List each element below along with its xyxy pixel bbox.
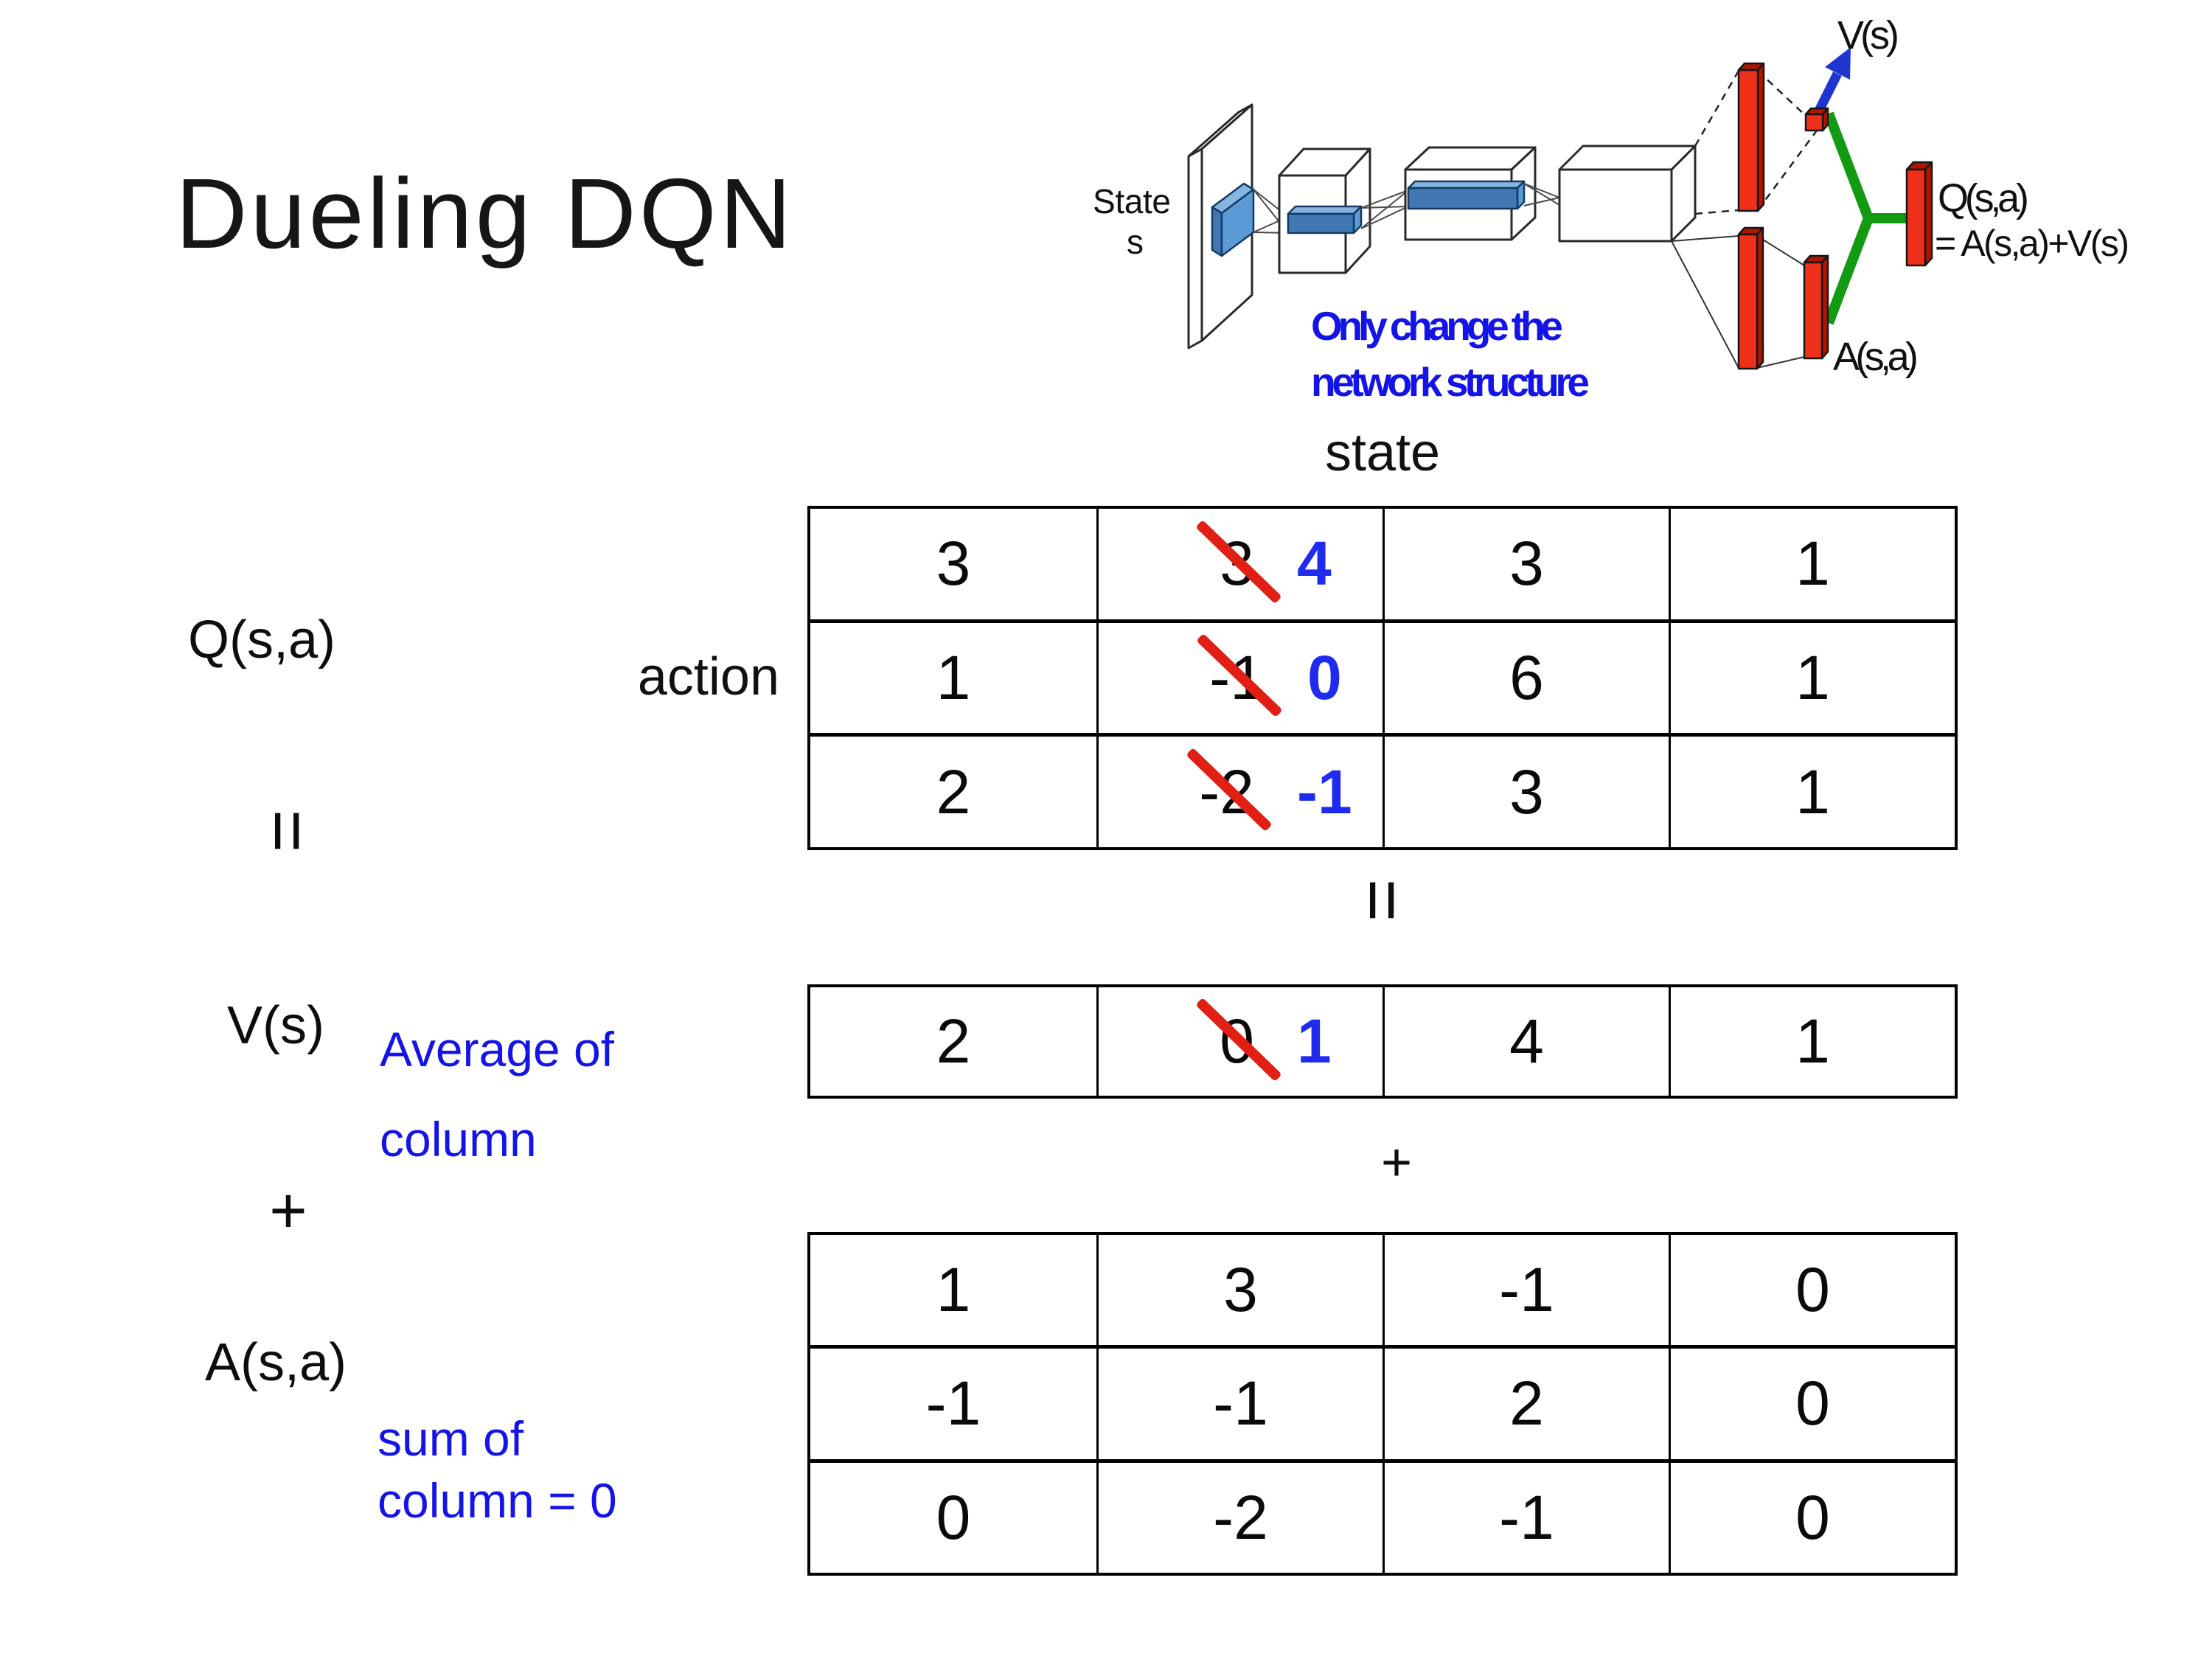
diagram-note-line1: Only change the [1311,303,1563,349]
crossed-out-value: 3 [1220,529,1254,599]
diagram-note-line2: network structure [1311,359,1590,405]
matrix-cell: 2 [810,733,1096,847]
q-output-bar [1905,161,1933,267]
diagram-q-formula: = A(s,a)+V(s) [1935,223,2129,264]
matrix-cell: 3 [936,529,971,599]
v-annotation-line2: column [380,1112,537,1166]
page-title: Dueling DQN [175,158,795,269]
corrected-value: -1 [1297,757,1352,827]
matrix-cell: 1 [1669,987,1955,1096]
matrix-cell: -1 [1382,1235,1669,1346]
fc-bar-bottom [1737,226,1764,370]
v-function-label: V(s) [227,996,324,1055]
equals-sign-middle: = [1341,878,1424,922]
diagram-q-label: Q(s,a) [1938,176,2029,220]
equals-sign-left: = [246,809,329,853]
diagram-state-label: State [1093,182,1171,220]
matrix-cell: 2 [936,1006,971,1076]
advantage-stream-lines [1671,235,1805,369]
matrix-cell: 0 [810,1458,1096,1573]
matrix-cell: 6 [1382,619,1669,734]
conv-box-3 [1558,145,1697,243]
corrected-value: 1 [1297,1006,1332,1076]
diagram-v-label: V(s) [1837,13,1899,58]
value-node [1804,107,1829,132]
matrix-cell: -2 [1096,1458,1382,1573]
conv-connection-lines-2 [1360,189,1409,229]
crossed-out-value: -2 [1199,757,1254,827]
corrected-value: 0 [1307,642,1342,712]
a-annotation-line2: column = 0 [378,1473,617,1528]
q-function-label: Q(s,a) [188,611,336,669]
plus-sign-left: + [269,1174,307,1247]
diagram-state-s-label: s [1127,223,1144,261]
matrix-cell: 1 [1669,619,1955,734]
a-function-label: A(s,a) [205,1333,347,1392]
crossed-out-value: -1 [1209,642,1265,712]
feature-bar-1 [1287,205,1363,234]
value-stream-dashed-lines [1694,70,1818,215]
matrix-cell: -1 [1382,1458,1669,1573]
matrix-cell: 3 [1382,733,1669,847]
matrix-cell: 0 [1669,1235,1955,1346]
matrix-cell: 0 [1669,1345,1955,1459]
v-output-arrow [1814,47,1851,114]
crossed-out-value: 0 [1220,1006,1254,1076]
matrix-cell: -1 [1096,1345,1382,1459]
state-axis-label: state [1324,423,1441,482]
matrix-cell: -1 [810,1345,1096,1458]
action-axis-label: action [637,647,779,706]
matrix-cell: 1 [1669,509,1955,619]
matrix-cell: 3 [1382,509,1669,619]
matrix-cell: 1 [1669,733,1955,847]
matrix-cell: 1 [810,619,1096,734]
aggregation-junction [1823,111,1911,325]
v-annotation-line1: Average of [380,1022,615,1077]
matrix-cell: 3 [1096,1235,1382,1346]
corrected-value: 4 [1297,529,1332,599]
dueling-network-diagram: State s Only change the network structur… [1093,13,2129,405]
fc-bar-top [1737,62,1765,212]
matrix-cell: 4 [1382,987,1669,1096]
advantage-bar [1803,254,1829,360]
matrix-cell: 2 [1382,1345,1669,1459]
diagram-a-label: A(s,a) [1833,335,1919,379]
matrix-cell: -1 0 [1096,619,1382,734]
matrix-cell: -2 -1 [1096,733,1382,847]
a-annotation-line1: sum of [378,1411,524,1466]
matrix-cell: 1 [936,1255,971,1325]
matrix-cell: 0 [1669,1458,1955,1573]
conv-connection-lines-3 [1523,183,1560,206]
feature-bar-2 [1407,180,1526,210]
plus-sign-middle: + [1380,1133,1413,1192]
